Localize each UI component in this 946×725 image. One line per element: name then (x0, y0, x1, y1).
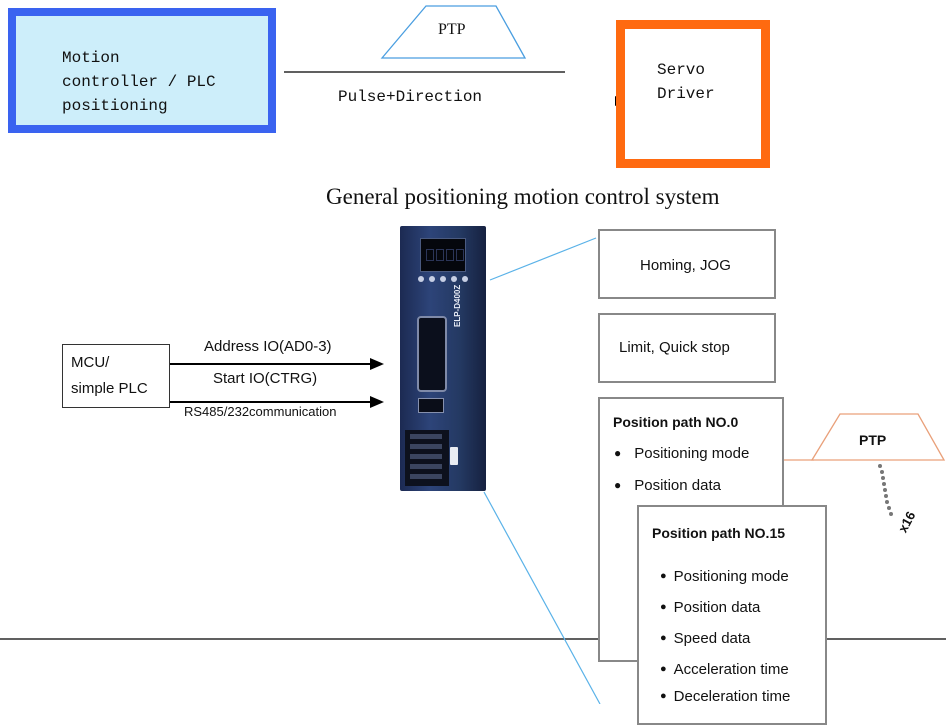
ptp-profile-top (380, 5, 527, 59)
motion-controller-box (8, 8, 276, 133)
ptp-top-label: PTP (438, 21, 466, 38)
path15-item-decel: Deceleration time (660, 688, 791, 705)
path15-item-data: Position data (660, 599, 761, 616)
path15-item-speed: Speed data (660, 630, 751, 647)
repeat-dots (878, 464, 893, 516)
connector-layer (0, 5, 946, 704)
path-leader (483, 491, 601, 704)
servo-driver-label: Servo Driver (657, 61, 715, 103)
homing-panel (598, 229, 776, 299)
signal-label: Pulse+Direction (338, 88, 483, 106)
system-caption: General positioning motion control syste… (326, 184, 720, 209)
motion-controller-label: Motion controller / PLC positioning (62, 49, 216, 115)
limit-label: Limit, Quick stop (619, 339, 730, 356)
address-io-label: Address IO(AD0-3) (204, 338, 332, 355)
servo-driver-box (616, 20, 770, 168)
drive-buttons (418, 276, 468, 284)
homing-label: Homing, JOG (640, 257, 731, 274)
rj45-port (418, 398, 444, 413)
position-path-0-title: Position path NO.0 (613, 414, 739, 430)
address-arrow-head (370, 358, 384, 370)
path15-item-accel: Acceleration time (660, 661, 789, 678)
terminal-lever (450, 447, 458, 465)
mcu-box (62, 344, 170, 408)
path0-item-data: Position data (614, 477, 721, 494)
homing-leader (489, 237, 597, 281)
drive-model-label: ELP-D400Z (453, 284, 462, 327)
start-io-label: Start IO(CTRG) (213, 370, 318, 387)
ptp-right-label: PTP (859, 432, 887, 448)
ptp-profile-right (810, 413, 946, 461)
drive-display (420, 238, 466, 272)
comm-arrow-head (370, 396, 384, 408)
terminal-block (405, 430, 449, 486)
db-connector (417, 316, 447, 392)
mcu-label: MCU/ simple PLC (71, 354, 148, 397)
path0-item-mode: Positioning mode (614, 445, 749, 462)
limit-panel (598, 313, 776, 383)
path15-item-mode: Positioning mode (660, 568, 789, 585)
position-path-15-title: Position path NO.15 (652, 525, 786, 541)
comm-label: RS485/232communication (184, 404, 337, 419)
